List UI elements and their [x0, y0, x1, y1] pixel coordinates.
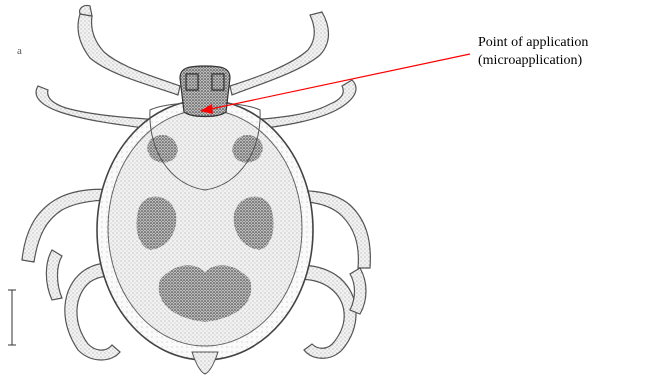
- callout-label: Point of application (microapplication): [478, 34, 588, 70]
- callout-line-2: (microapplication): [478, 52, 588, 70]
- callout-line-1: Point of application: [478, 34, 588, 52]
